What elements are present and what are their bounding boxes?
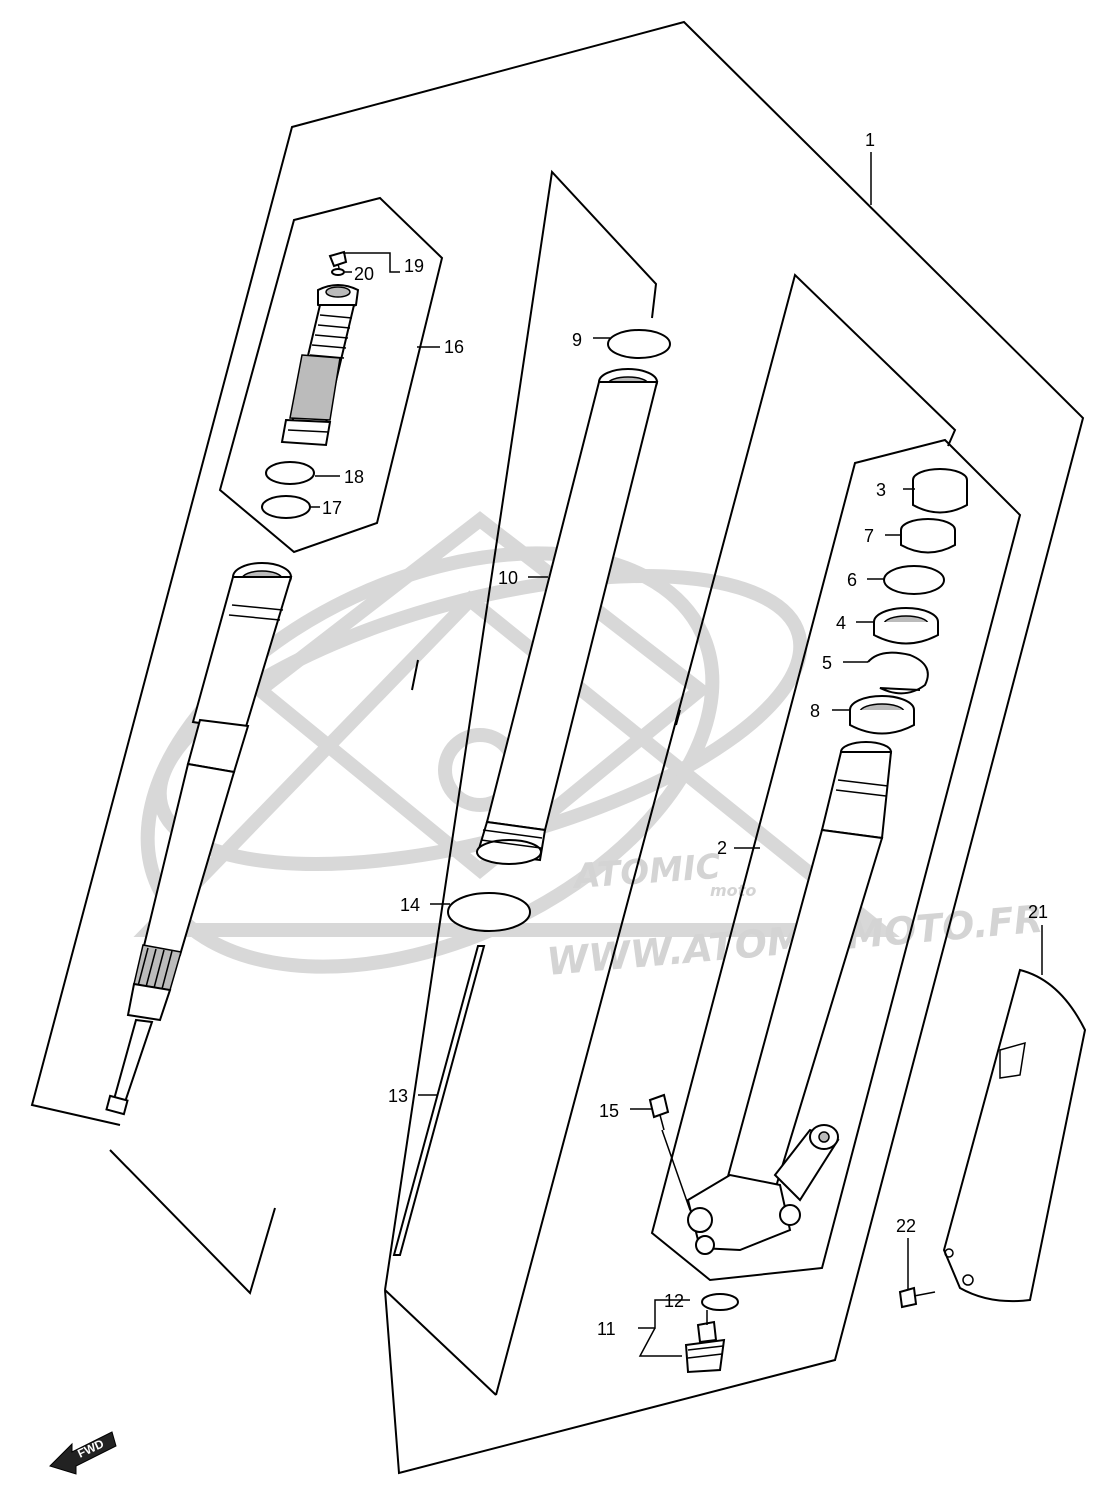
callout-7: 7 [864,526,874,546]
callout-16: 16 [444,337,464,357]
stopper-ring-5 [867,651,929,695]
callout-9: 9 [572,330,582,350]
callout-3: 3 [876,480,886,500]
damper-cartridge-16 [280,284,360,447]
damper-rod-assembly [105,562,293,1116]
callout-5: 5 [822,653,832,673]
callout-17: 17 [322,498,342,518]
damper-inset-outline [218,196,444,554]
callout-14: 14 [400,895,420,915]
bushing-3 [912,468,968,514]
adjuster-11 [684,1310,726,1374]
watermark-brand: ATOMIC [570,847,722,897]
ring-9 [607,329,671,359]
callout-6: 6 [847,570,857,590]
tube-group-outline [384,169,658,1291]
outer-tube-10 [476,368,659,865]
dust-seal-8 [849,695,915,735]
callout-15: 15 [599,1101,619,1121]
gasket-12 [701,1293,739,1311]
callout-22: 22 [896,1216,916,1236]
bushing-7 [900,518,956,554]
o-ring-14 [447,892,531,932]
o-ring-18 [265,461,315,485]
washer-20 [331,268,345,276]
rod-13 [392,945,486,1256]
callout-13: 13 [388,1086,408,1106]
watermark-sub: moto [710,881,756,900]
callout-8: 8 [810,701,820,721]
fwd-arrow-icon: FWD [49,1431,117,1475]
callout-labels: 1 2 3 4 5 6 7 8 9 10 11 12 13 14 15 16 1… [322,130,1048,1339]
assembly-outline [109,1149,276,1295]
washer-6 [883,565,945,595]
fork-guard-21 [942,968,1087,1303]
callout-18: 18 [344,467,364,487]
callout-4: 4 [836,613,846,633]
ring-17 [261,495,311,519]
callout-1: 1 [865,130,875,150]
lower-seal-inset-outline [650,438,1022,1282]
screw-19 [328,250,348,273]
callout-10: 10 [498,568,518,588]
bolt-22 [898,1286,936,1309]
inner-tube-2 [686,741,893,1255]
leader-lines [310,152,1043,1357]
callout-2: 2 [717,838,727,858]
oil-seal-4 [873,607,939,645]
callout-12: 12 [664,1291,684,1311]
callout-21: 21 [1028,902,1048,922]
callout-11: 11 [597,1319,616,1339]
callout-20: 20 [354,264,374,284]
callout-19: 19 [404,256,424,276]
bleed-screw-15 [648,1093,691,1211]
